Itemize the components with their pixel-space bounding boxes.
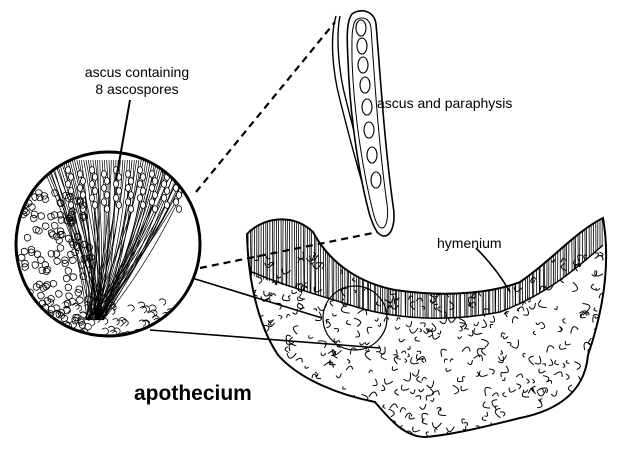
ascus-label-line2: 8 ascospores — [62, 81, 212, 98]
hymenium-label: hymenium — [437, 235, 502, 252]
leader-hymenium — [476, 248, 510, 292]
ascus-paraphysis-detail — [333, 11, 394, 236]
ascus-label-line1: ascus containing — [62, 64, 212, 81]
magnified-section — [16, 152, 200, 344]
ascus-paraphysis-label: ascus and paraphysis — [377, 95, 512, 112]
apothecium-cup — [244, 200, 606, 445]
ascus-label: ascus containing 8 ascospores — [62, 64, 212, 98]
dashed-connector-top — [196, 22, 335, 192]
apothecium-title: apothecium — [134, 382, 252, 406]
